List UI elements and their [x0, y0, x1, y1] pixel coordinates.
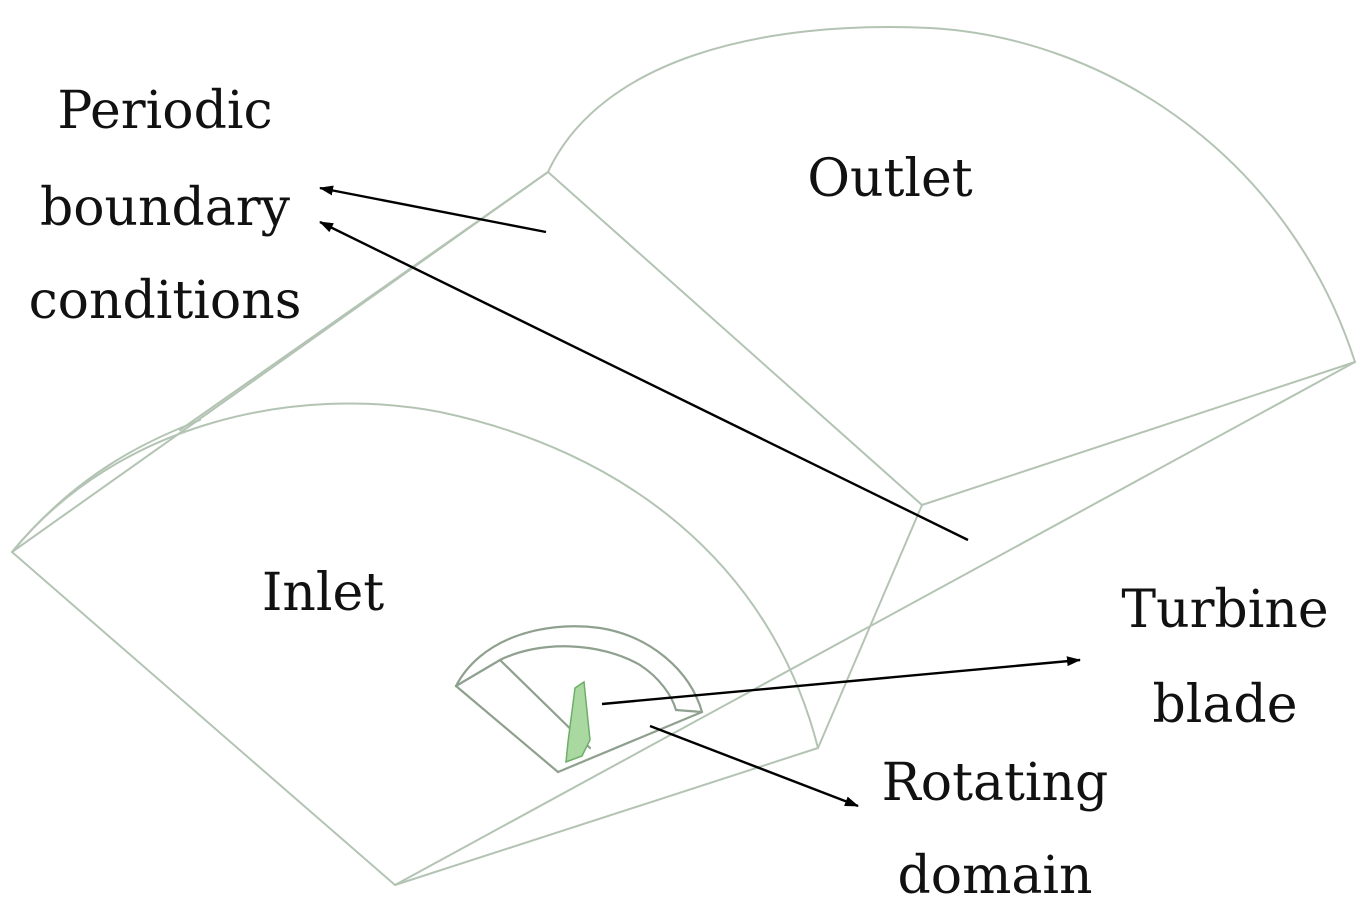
inlet-left-edge	[11, 551, 396, 886]
annotation-arrows	[319, 185, 1081, 808]
inlet-bottom-edge	[394, 747, 819, 886]
inlet-arc	[11, 402, 819, 749]
turbine-blade-arrow	[601, 656, 1081, 706]
periodic-label-line3: conditions	[29, 271, 302, 331]
outlet-label: Outlet	[807, 149, 972, 209]
outlet-arc	[547, 26, 1356, 363]
inlet-label: Inlet	[262, 563, 384, 623]
rotating-domain-label-line2: domain	[897, 846, 1092, 906]
outlet-chord	[547, 171, 923, 506]
turbine-blade	[565, 680, 591, 764]
mid-edge	[817, 504, 923, 749]
mid-edge-back	[179, 171, 549, 431]
turbine-blade-shape	[565, 680, 591, 764]
rotating-domain-shape	[454, 625, 704, 774]
rotating-side-right	[674, 708, 704, 714]
rotating-outer-arc	[454, 625, 704, 714]
domain-wireframe	[11, 26, 1356, 886]
periodic-label-line2: boundary	[40, 178, 291, 238]
rotating-domain-label-line1: Rotating	[882, 753, 1109, 813]
lower-right-edge	[394, 361, 1356, 886]
labels: Periodic boundary conditions Outlet Inle…	[29, 81, 1329, 906]
rotating-domain-arrow	[649, 724, 859, 808]
inlet-outer-arc	[11, 419, 201, 553]
turbine-blade-label-line1: Turbine	[1121, 580, 1328, 640]
rotating-inner-arc	[498, 645, 678, 712]
rotating-front-bottom	[556, 710, 704, 774]
periodic-label-line1: Periodic	[57, 81, 272, 141]
rotating-front-left	[454, 684, 560, 774]
outlet-bottom-right	[921, 361, 1356, 506]
rotating-side	[454, 658, 502, 688]
periodic-arrow-lower	[319, 220, 969, 542]
periodic-arrow-upper	[319, 185, 547, 234]
turbine-blade-label-line2: blade	[1153, 675, 1298, 735]
